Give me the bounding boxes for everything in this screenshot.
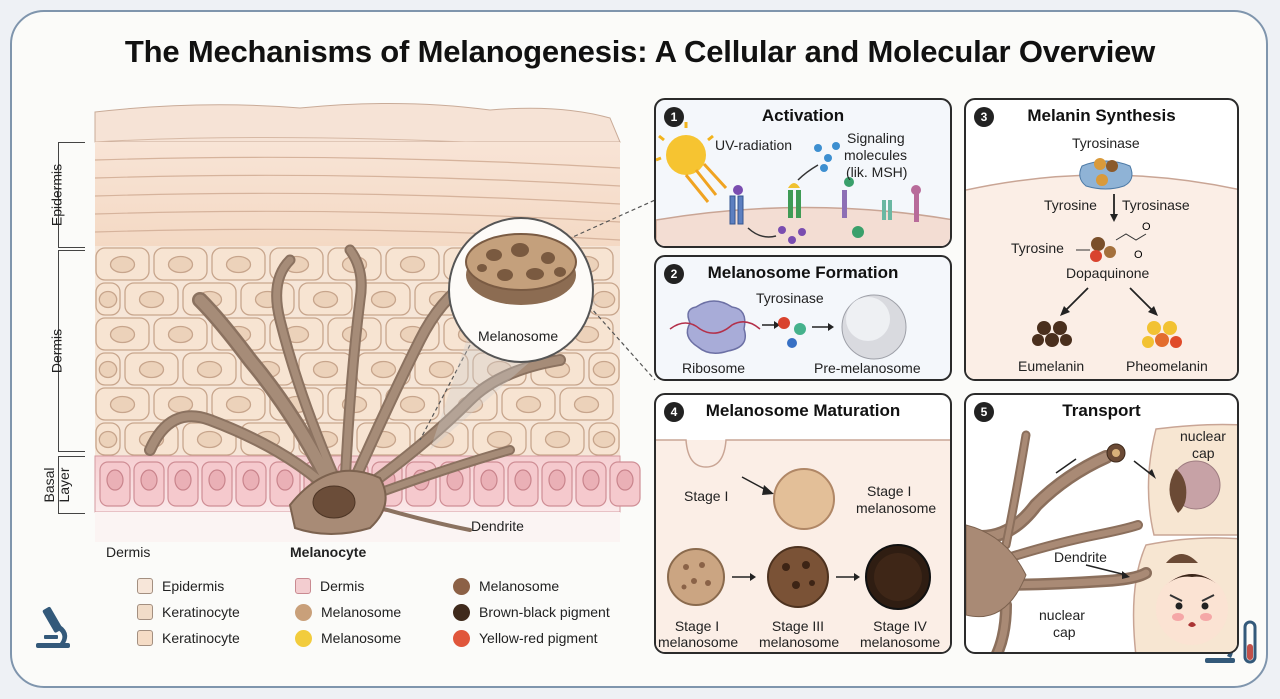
panel-activation: 1 Activation UV-radiation Signalin <box>654 98 952 248</box>
epidermis-side-label: Epidermis <box>48 163 65 227</box>
legend-item: Melanosome <box>453 577 559 595</box>
step-number-4: 4 <box>664 402 684 422</box>
panel-melanosome-formation: 2 Melanosome Formation Tyrosinase Riboso… <box>654 255 952 381</box>
step-number-1: 1 <box>664 107 684 127</box>
stage-i-label: Stage I <box>684 488 729 504</box>
legend-item: Epidermis <box>137 577 224 595</box>
panel-title-transport: Transport <box>1062 401 1141 420</box>
panel-melanosome-maturation: 4 Melanosome Maturation Stage I Stage I … <box>654 393 952 654</box>
signaling-label-line1: Signaling <box>847 130 905 146</box>
signaling-label-line2: molecules <box>844 147 908 163</box>
panel-title-melanosome-formation: Melanosome Formation <box>707 263 899 282</box>
legend-item: Keratinocyte <box>137 603 240 621</box>
tyrosinase-label: Tyrosinase <box>756 290 824 306</box>
svg-text:O: O <box>1134 249 1143 261</box>
step-number-3: 3 <box>974 107 994 127</box>
page-title: The Mechanisms of Melanogenesis: A Cellu… <box>124 34 1156 69</box>
stage-3-label-line2: melanosome <box>759 634 840 650</box>
microscope-icon <box>36 606 70 648</box>
ribosome-label: Ribosome <box>682 360 746 376</box>
dendrite-label: Dendrite <box>471 518 524 534</box>
maturation-illustration <box>656 439 950 652</box>
eumelanin-label: Eumelanin <box>1018 358 1085 374</box>
epidermis-bracket: Epidermis <box>49 142 85 248</box>
melanocyte-label: Melanocyte <box>290 544 367 560</box>
pre-melanosome-label: Pre-melanosome <box>814 360 921 376</box>
stage-1-label-line1: Stage I <box>674 618 720 634</box>
uv-radiation-label: UV-radiation <box>715 137 793 153</box>
legend-item: Keratinocyte <box>137 629 240 647</box>
step-number-5: 5 <box>974 402 994 422</box>
basal-layer-side-label: Basal Layer <box>41 467 72 503</box>
nuclear-cap-bottom-line1: nuclear <box>1039 607 1085 623</box>
signaling-label-line3: (lik. MSH) <box>846 164 908 180</box>
synthesis-illustration: O O <box>966 158 1237 379</box>
legend-item: Brown-black pigment <box>453 603 610 621</box>
basal-bracket: Basal Layer <box>41 456 85 514</box>
panel-title-melanosome-maturation: Melanosome Maturation <box>705 401 901 420</box>
tyrosine-label: Tyrosine <box>1044 197 1097 213</box>
legend-item: Melanosome <box>295 603 401 621</box>
activation-illustration <box>656 122 950 246</box>
nuclear-cap-bottom-line2: cap <box>1053 624 1076 640</box>
svg-text:O: O <box>1142 221 1151 233</box>
dopaquinone-label: Dopaquinone <box>1066 265 1150 281</box>
stage-4-label-line2: melanosome <box>860 634 941 650</box>
stage-3-label-line1: Stage III <box>771 618 825 634</box>
transport-dendrite-label: Dendrite <box>1054 549 1107 565</box>
legend-item: Dermis <box>295 577 364 595</box>
legend-item: Melanosome <box>295 629 401 647</box>
nuclear-cap-top-line1: nuclear <box>1180 428 1226 444</box>
dermis-side-label: Dermis <box>48 328 65 374</box>
legend-item: Yellow-red pigment <box>453 629 598 647</box>
pheomelanin-label: Pheomelanin <box>1126 358 1208 374</box>
formation-illustration <box>669 294 907 360</box>
transport-illustration <box>966 423 1237 652</box>
panel-transport: 5 Transport <box>964 393 1239 654</box>
panel-title-melanin-synthesis: Melanin Synthesis <box>1027 106 1176 125</box>
stage-i-melanosome-label-line2: melanosome <box>856 500 937 516</box>
stage-i-melanosome-label-line1: Stage I <box>867 483 912 499</box>
tyrosine-substrate-label: Tyrosine <box>1011 240 1064 256</box>
sun-icon <box>656 122 728 203</box>
melanosome-callout-label: Melanosome <box>478 328 559 344</box>
tyrosinase-top-label: Tyrosinase <box>1072 135 1140 151</box>
step-number-2: 2 <box>664 264 684 284</box>
ribosome-icon <box>686 300 746 354</box>
angry-face-icon <box>1156 573 1228 645</box>
tyrosinase-side-label: Tyrosinase <box>1122 197 1190 213</box>
panel-melanin-synthesis: 3 Melanin Synthesis O O Tyrosinase Tyros… <box>964 98 1239 381</box>
dermis-label: Dermis <box>106 544 151 560</box>
nuclear-cap-top-line2: cap <box>1192 445 1215 461</box>
panel-title-activation: Activation <box>761 106 845 125</box>
stage-4-label-line1: Stage IV <box>873 618 927 634</box>
stage-1-label-line2: melanosome <box>658 634 739 650</box>
dermis-bracket: Dermis <box>49 250 85 452</box>
